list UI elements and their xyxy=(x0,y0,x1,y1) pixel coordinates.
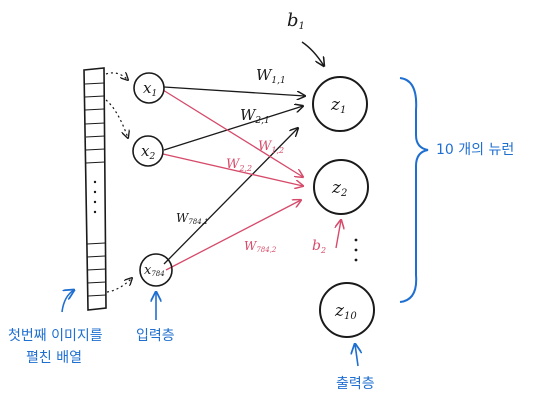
weight-label-w21: W2,1 xyxy=(240,106,270,126)
input-node-x2: x2 xyxy=(132,135,164,167)
bias-label-b1: b1 xyxy=(287,10,305,32)
bias-arrow-b2 xyxy=(336,220,341,249)
array-label-line1: 첫번째 이미지를 xyxy=(8,328,103,344)
svg-text:z2: z2 xyxy=(331,178,347,199)
flattened-array xyxy=(83,67,107,311)
array-to-input-arrows xyxy=(105,73,132,293)
output-layer-arrow xyxy=(355,344,358,367)
output-layer-label: 출력층 xyxy=(336,376,375,392)
weight-label-w22: W2,2 xyxy=(226,157,252,173)
input-node-x784: x784 xyxy=(139,253,173,287)
svg-text:z1: z1 xyxy=(330,95,346,116)
array-label-line2: 펼친 배열 xyxy=(26,350,82,366)
output-node-z2: z2 xyxy=(313,159,369,215)
svg-text:x2: x2 xyxy=(141,142,155,162)
output-node-z1: z1 xyxy=(312,76,368,132)
bias-label-b2: b2 xyxy=(312,238,326,255)
weight-label-w12: W1,2 xyxy=(258,139,284,155)
output-node-z10: z10 xyxy=(319,282,375,338)
bias-arrow-b1 xyxy=(301,41,324,66)
weight-label-w11: W1,1 xyxy=(256,66,286,86)
neurons-label: 10 개의 뉴런 xyxy=(436,142,514,158)
svg-text:x1: x1 xyxy=(143,79,157,99)
weight-lines-z2 xyxy=(162,89,303,271)
weight-lines-z1 xyxy=(163,86,305,265)
output-brace xyxy=(399,77,429,303)
weight-label-w784-2: W784,2 xyxy=(244,239,277,254)
input-node-x1: x1 xyxy=(133,72,165,104)
output-dots xyxy=(354,238,358,262)
input-layer-label: 입력층 xyxy=(136,328,175,344)
weight-label-w784-1: W784,1 xyxy=(176,211,208,226)
svg-text:x784: x784 xyxy=(144,263,165,278)
svg-text:z10: z10 xyxy=(334,301,357,322)
array-annotation-arrow xyxy=(61,290,74,313)
